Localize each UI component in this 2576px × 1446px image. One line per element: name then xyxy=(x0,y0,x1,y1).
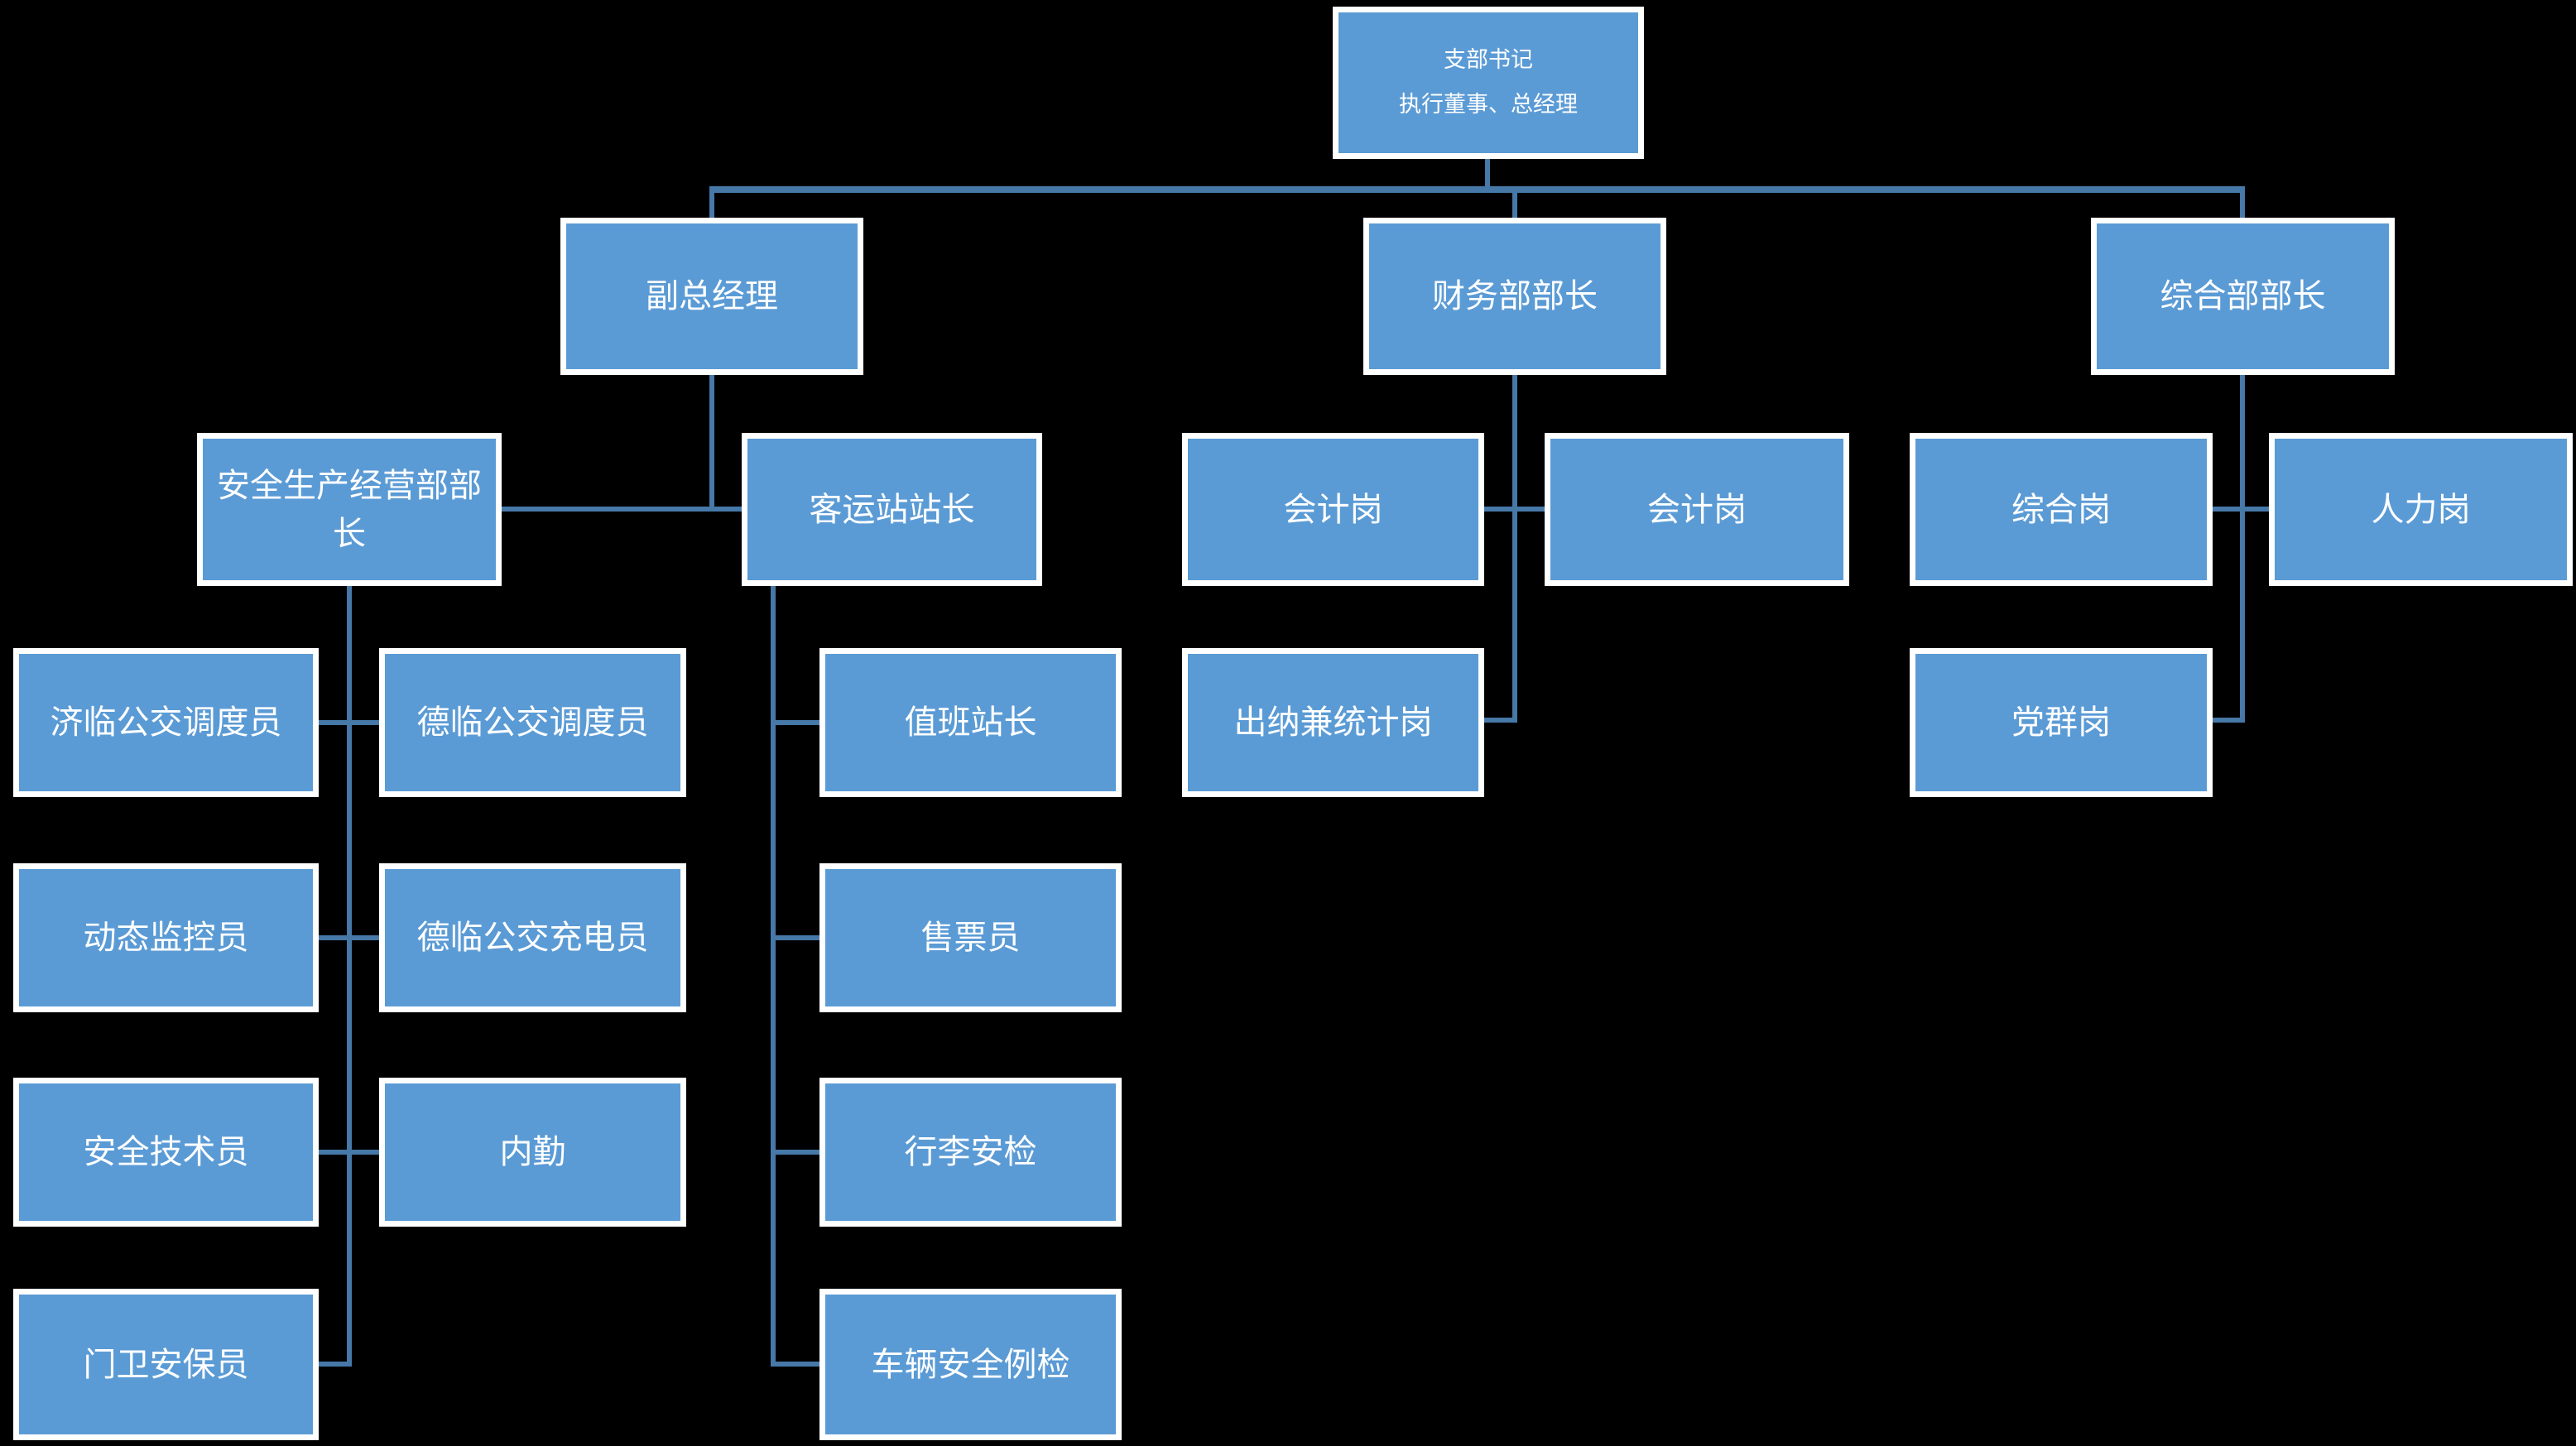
org-node-label: 综合岗 xyxy=(2011,490,2111,529)
org-node-delin-charger: 德临公交充电员 xyxy=(379,863,686,1012)
connector-party-elbow xyxy=(2213,718,2245,723)
connector-general-trunk xyxy=(2240,375,2245,723)
org-node-ticket-seller: 售票员 xyxy=(819,863,1122,1012)
connector-general-hr-stub xyxy=(2213,507,2269,512)
org-node-label: 出纳兼统计岗 xyxy=(1233,704,1433,742)
org-node-label: 门卫安保员 xyxy=(83,1345,249,1384)
connector-cashier-elbow xyxy=(1484,718,1517,723)
connector-technician-clerk-stub xyxy=(319,1150,379,1155)
connector-station-trunk xyxy=(771,586,776,1367)
org-node-label-line2: 执行董事、总经理 xyxy=(1399,92,1578,118)
org-node-accounting-2: 会计岗 xyxy=(1545,433,1849,586)
org-node-label: 党群岗 xyxy=(2011,704,2111,742)
connector-gate-guard-elbow xyxy=(319,1362,352,1367)
connector-ticket-seller-stub xyxy=(776,935,819,940)
org-node-label: 值班站长 xyxy=(904,704,1037,742)
connector-drop-vice-gm xyxy=(709,190,714,218)
org-node-general-post: 综合岗 xyxy=(1910,433,2213,586)
org-node-station-master: 客运站站长 xyxy=(742,433,1042,586)
org-node-label: 安全技术员 xyxy=(83,1133,249,1171)
org-node-delin-dispatcher: 德临公交调度员 xyxy=(379,648,686,797)
connector-top-bus xyxy=(709,186,2245,193)
org-node-label: 综合部部长 xyxy=(2160,277,2326,315)
connector-dispatchers-stub xyxy=(319,720,379,725)
org-node-vehicle-inspection: 车辆安全例检 xyxy=(819,1289,1122,1440)
org-node-label: 客运站站长 xyxy=(809,490,975,529)
org-node-label: 会计岗 xyxy=(1647,490,1747,529)
org-node-label: 安全生产经营部部长 xyxy=(217,466,482,553)
org-node-branch-secretary: 支部书记 执行董事、总经理 xyxy=(1333,7,1644,159)
org-node-label: 动态监控员 xyxy=(83,919,249,957)
org-node-jilin-dispatcher: 济临公交调度员 xyxy=(13,648,319,797)
org-node-label: 会计岗 xyxy=(1283,490,1383,529)
org-node-dynamic-monitor: 动态监控员 xyxy=(13,863,319,1012)
org-node-cashier-statistics: 出纳兼统计岗 xyxy=(1182,648,1484,797)
connector-drop-finance xyxy=(1512,190,1517,218)
org-node-hr-post: 人力岗 xyxy=(2269,433,2573,586)
connector-accounting-stub xyxy=(1484,507,1545,512)
connector-baggage-stub xyxy=(776,1150,819,1155)
org-node-finance-head: 财务部部长 xyxy=(1363,218,1666,375)
org-node-label: 车辆安全例检 xyxy=(871,1345,1070,1384)
org-node-label: 财务部部长 xyxy=(1432,277,1598,315)
org-node-gate-guard: 门卫安保员 xyxy=(13,1289,319,1440)
connector-safety-trunk xyxy=(347,586,352,1367)
org-node-label: 人力岗 xyxy=(2371,490,2471,529)
org-node-label: 售票员 xyxy=(920,919,1021,957)
org-node-label: 德临公交充电员 xyxy=(416,919,649,957)
org-node-label: 内勤 xyxy=(499,1133,566,1171)
org-node-label-line1: 支部书记 xyxy=(1444,47,1533,73)
connector-finance-trunk xyxy=(1512,375,1517,723)
org-node-duty-station-master: 值班站长 xyxy=(819,648,1122,797)
connector-root-stub xyxy=(1485,159,1490,189)
org-node-label: 德临公交调度员 xyxy=(416,704,649,742)
connector-safety-station-horizontal xyxy=(502,507,742,512)
org-node-general-head: 综合部部长 xyxy=(2091,218,2395,375)
org-node-vice-gm: 副总经理 xyxy=(560,218,863,375)
connector-duty-master-stub xyxy=(776,720,819,725)
connector-vice-gm-down xyxy=(709,375,714,512)
connector-drop-general xyxy=(2240,190,2245,218)
connector-monitor-charger-stub xyxy=(319,935,379,940)
org-node-baggage-security: 行李安检 xyxy=(819,1078,1122,1227)
org-node-safety-technician: 安全技术员 xyxy=(13,1078,319,1227)
org-node-safety-head: 安全生产经营部部长 xyxy=(197,433,502,586)
org-node-accounting-1: 会计岗 xyxy=(1182,433,1484,586)
org-node-party-post: 党群岗 xyxy=(1910,648,2213,797)
org-node-label: 济临公交调度员 xyxy=(50,704,282,742)
connector-vehicle-inspection-elbow xyxy=(771,1362,819,1367)
org-node-label: 副总经理 xyxy=(646,277,778,315)
org-node-label: 行李安检 xyxy=(904,1133,1037,1171)
org-node-office-clerk: 内勤 xyxy=(379,1078,686,1227)
